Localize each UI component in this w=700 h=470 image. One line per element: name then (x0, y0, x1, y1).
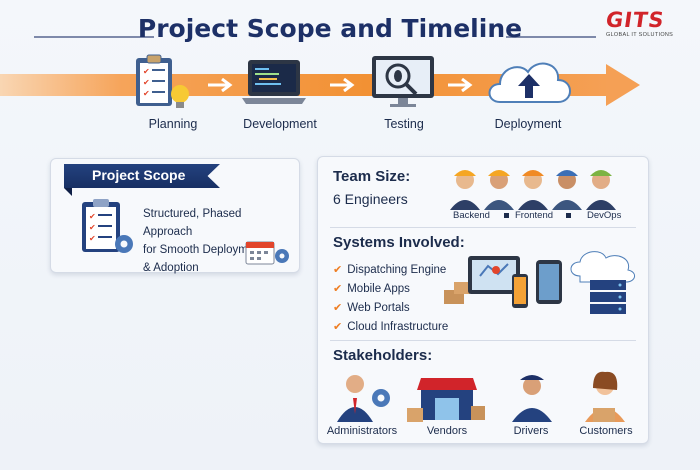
stakeholders-illustration (327, 368, 637, 422)
stakeholder-vendors: Vendors (426, 425, 468, 437)
arrow-right-icon (330, 77, 356, 93)
system-item: ✔Web Portals (333, 302, 410, 314)
stage-label-development: Development (243, 117, 317, 131)
check-icon: ✔ (333, 264, 343, 276)
logo-tagline: GLOBAL IT SOLUTIONS (606, 32, 674, 38)
section-divider (330, 340, 636, 341)
scope-line-2: for Smooth Deployment (143, 244, 264, 256)
stakeholder-drivers: Drivers (513, 425, 549, 437)
role-separator (566, 213, 571, 218)
gits-logo: GITS GLOBAL IT SOLUTIONS (600, 8, 692, 38)
calendar-gear-icon (244, 238, 292, 266)
driver-icon (512, 375, 552, 422)
engineers-group-icon (448, 160, 618, 210)
arrow-right-icon (448, 77, 474, 93)
customer-icon (585, 371, 625, 422)
cloud-upload-icon (484, 52, 574, 112)
clipboard-gear-icon: ✔ ✔ ✔ (78, 198, 136, 258)
timeline-arrow-head (606, 64, 640, 106)
arrow-right-icon (208, 77, 234, 93)
svg-text:✔: ✔ (89, 223, 96, 232)
role-frontend: Frontend (515, 210, 554, 221)
scope-heading: Project Scope (92, 167, 186, 183)
stakeholder-administrators: Administrators (326, 425, 398, 437)
scope-description: Structured, Phased Approach for Smooth D… (143, 205, 293, 277)
scope-ribbon (64, 164, 220, 188)
systems-heading: Systems Involved: (333, 234, 465, 251)
page-title: Project Scope and Timeline (137, 14, 523, 43)
role-separator (504, 213, 509, 218)
stage-label-planning: Planning (148, 117, 198, 131)
logo-name: GITS (604, 8, 667, 32)
laptop-code-icon (240, 58, 306, 118)
administrator-icon (337, 375, 390, 422)
svg-text:✔: ✔ (143, 78, 150, 87)
team-size-heading: Team Size: (333, 168, 411, 185)
check-icon: ✔ (333, 321, 343, 333)
svg-text:✔: ✔ (143, 89, 150, 98)
system-item: ✔Mobile Apps (333, 283, 410, 295)
svg-text:✔: ✔ (89, 234, 96, 243)
role-devops: DevOps (587, 210, 622, 221)
svg-text:✔: ✔ (89, 212, 96, 221)
check-icon: ✔ (333, 302, 343, 314)
title-rule-left (34, 36, 154, 38)
scope-ribbon-tail (64, 188, 72, 196)
scope-line-1: Structured, Phased Approach (143, 208, 242, 238)
devices-cloud-server-icon (440, 246, 640, 316)
section-divider (330, 227, 636, 228)
title-rule-right (506, 36, 596, 38)
system-item: ✔Dispatching Engine (333, 264, 447, 276)
team-size-value: 6 Engineers (333, 191, 408, 207)
stage-label-deployment: Deployment (494, 117, 562, 131)
monitor-bug-icon (368, 54, 434, 114)
stakeholder-customers: Customers (579, 425, 633, 437)
stage-label-testing: Testing (384, 117, 424, 131)
role-backend: Backend (453, 210, 490, 221)
scope-line-3: & Adoption (143, 262, 199, 274)
stakeholders-heading: Stakeholders: (333, 347, 433, 364)
system-item: ✔Cloud Infrastructure (333, 321, 449, 333)
storefront-icon (407, 378, 485, 422)
clipboard-lightbulb-icon: ✔ ✔ ✔ (128, 54, 194, 114)
check-icon: ✔ (333, 283, 343, 295)
svg-text:✔: ✔ (143, 67, 150, 76)
